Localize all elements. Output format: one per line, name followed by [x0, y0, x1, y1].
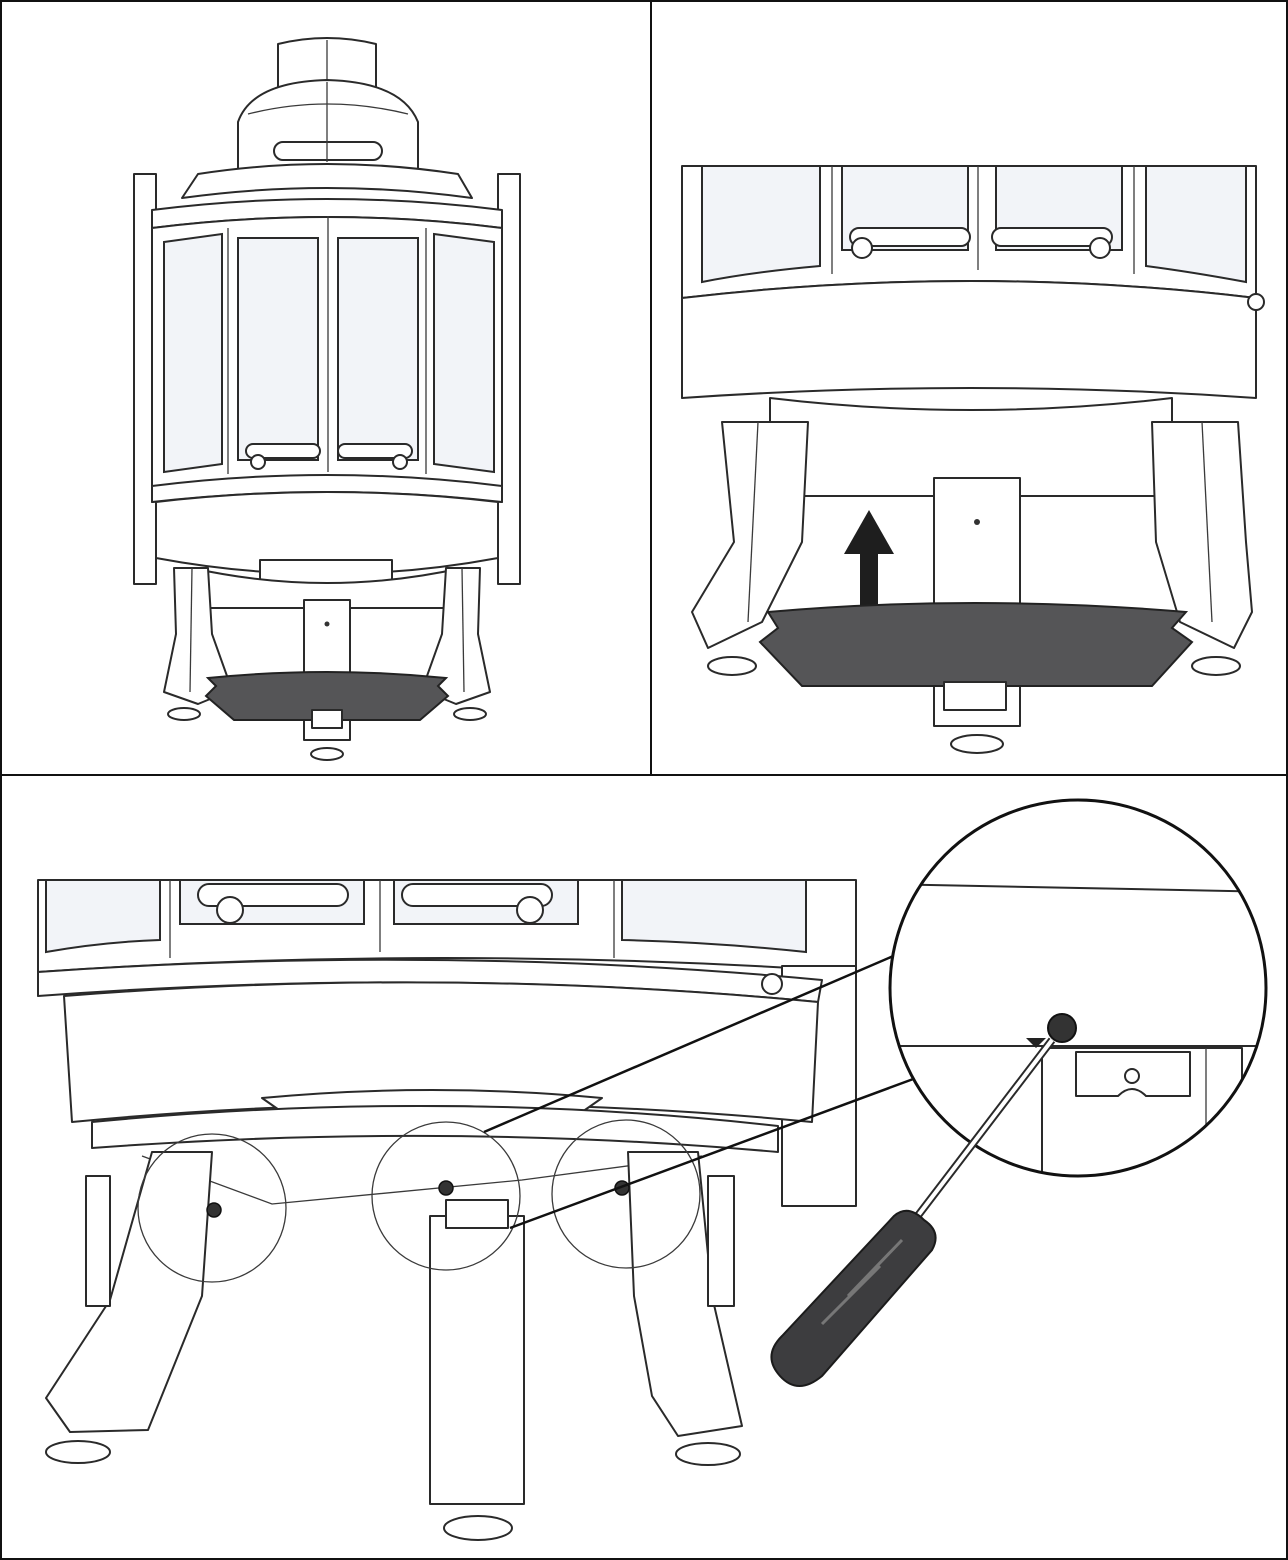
glass-pane-center-left — [237, 237, 319, 461]
leg-left — [691, 421, 809, 649]
screw-icon — [438, 1180, 454, 1196]
ash-plate — [204, 671, 450, 721]
screw-circle-right — [551, 1119, 701, 1269]
screw-circle-left — [137, 1133, 287, 1283]
door-handle-right — [401, 883, 553, 907]
panel-insert-ash-plate — [650, 0, 1288, 776]
stove-base-band — [681, 280, 1257, 399]
leg-center — [429, 1215, 525, 1505]
magnifier-circle — [888, 798, 1268, 1178]
leg-left — [45, 1151, 213, 1433]
door-handle-left — [849, 227, 971, 247]
panel-fasten-screws — [0, 774, 1288, 1560]
glass-pane-center-right — [337, 237, 419, 461]
stove-overview-drawing — [133, 37, 521, 761]
glass-pane-left — [45, 879, 161, 954]
screw-circle-center — [371, 1121, 521, 1271]
glass-pane-left — [701, 165, 821, 284]
leg-right — [627, 1151, 743, 1437]
arrow-up-icon — [844, 510, 894, 612]
door-handle-right — [991, 227, 1113, 247]
door-handle-left — [245, 443, 321, 459]
door-handle-right — [337, 443, 413, 459]
fasten-screws-drawing — [37, 798, 1268, 1541]
glass-pane-right — [621, 879, 807, 954]
glass-pane-left — [163, 232, 223, 474]
leg-right — [421, 567, 491, 705]
glass-pane-right — [433, 232, 495, 474]
leg-right — [1151, 421, 1253, 649]
screw-icon — [206, 1202, 222, 1218]
ash-plate — [758, 602, 1194, 687]
glass-pane-right — [1145, 165, 1247, 284]
screwdriver-icon — [770, 1037, 1056, 1387]
stove-base-band — [155, 491, 499, 575]
panel-stove-overview — [0, 0, 652, 776]
insert-plate-drawing — [681, 165, 1265, 754]
